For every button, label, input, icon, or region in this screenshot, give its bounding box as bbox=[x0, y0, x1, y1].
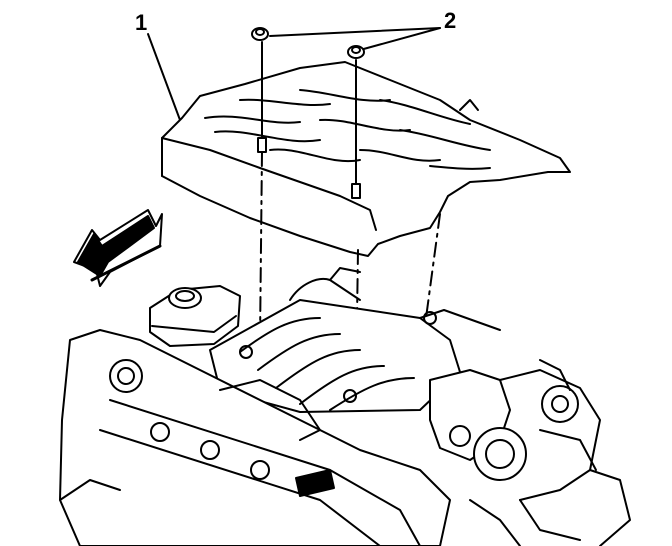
callout-leaders bbox=[147, 27, 441, 121]
callout-label-2: 2 bbox=[444, 8, 457, 33]
callout-label-1: 1 bbox=[135, 10, 148, 35]
front-direction-arrow-icon bbox=[73, 209, 163, 287]
cover-nuts bbox=[251, 27, 365, 199]
engine-assembly bbox=[59, 267, 631, 546]
engine-cover bbox=[161, 61, 571, 257]
